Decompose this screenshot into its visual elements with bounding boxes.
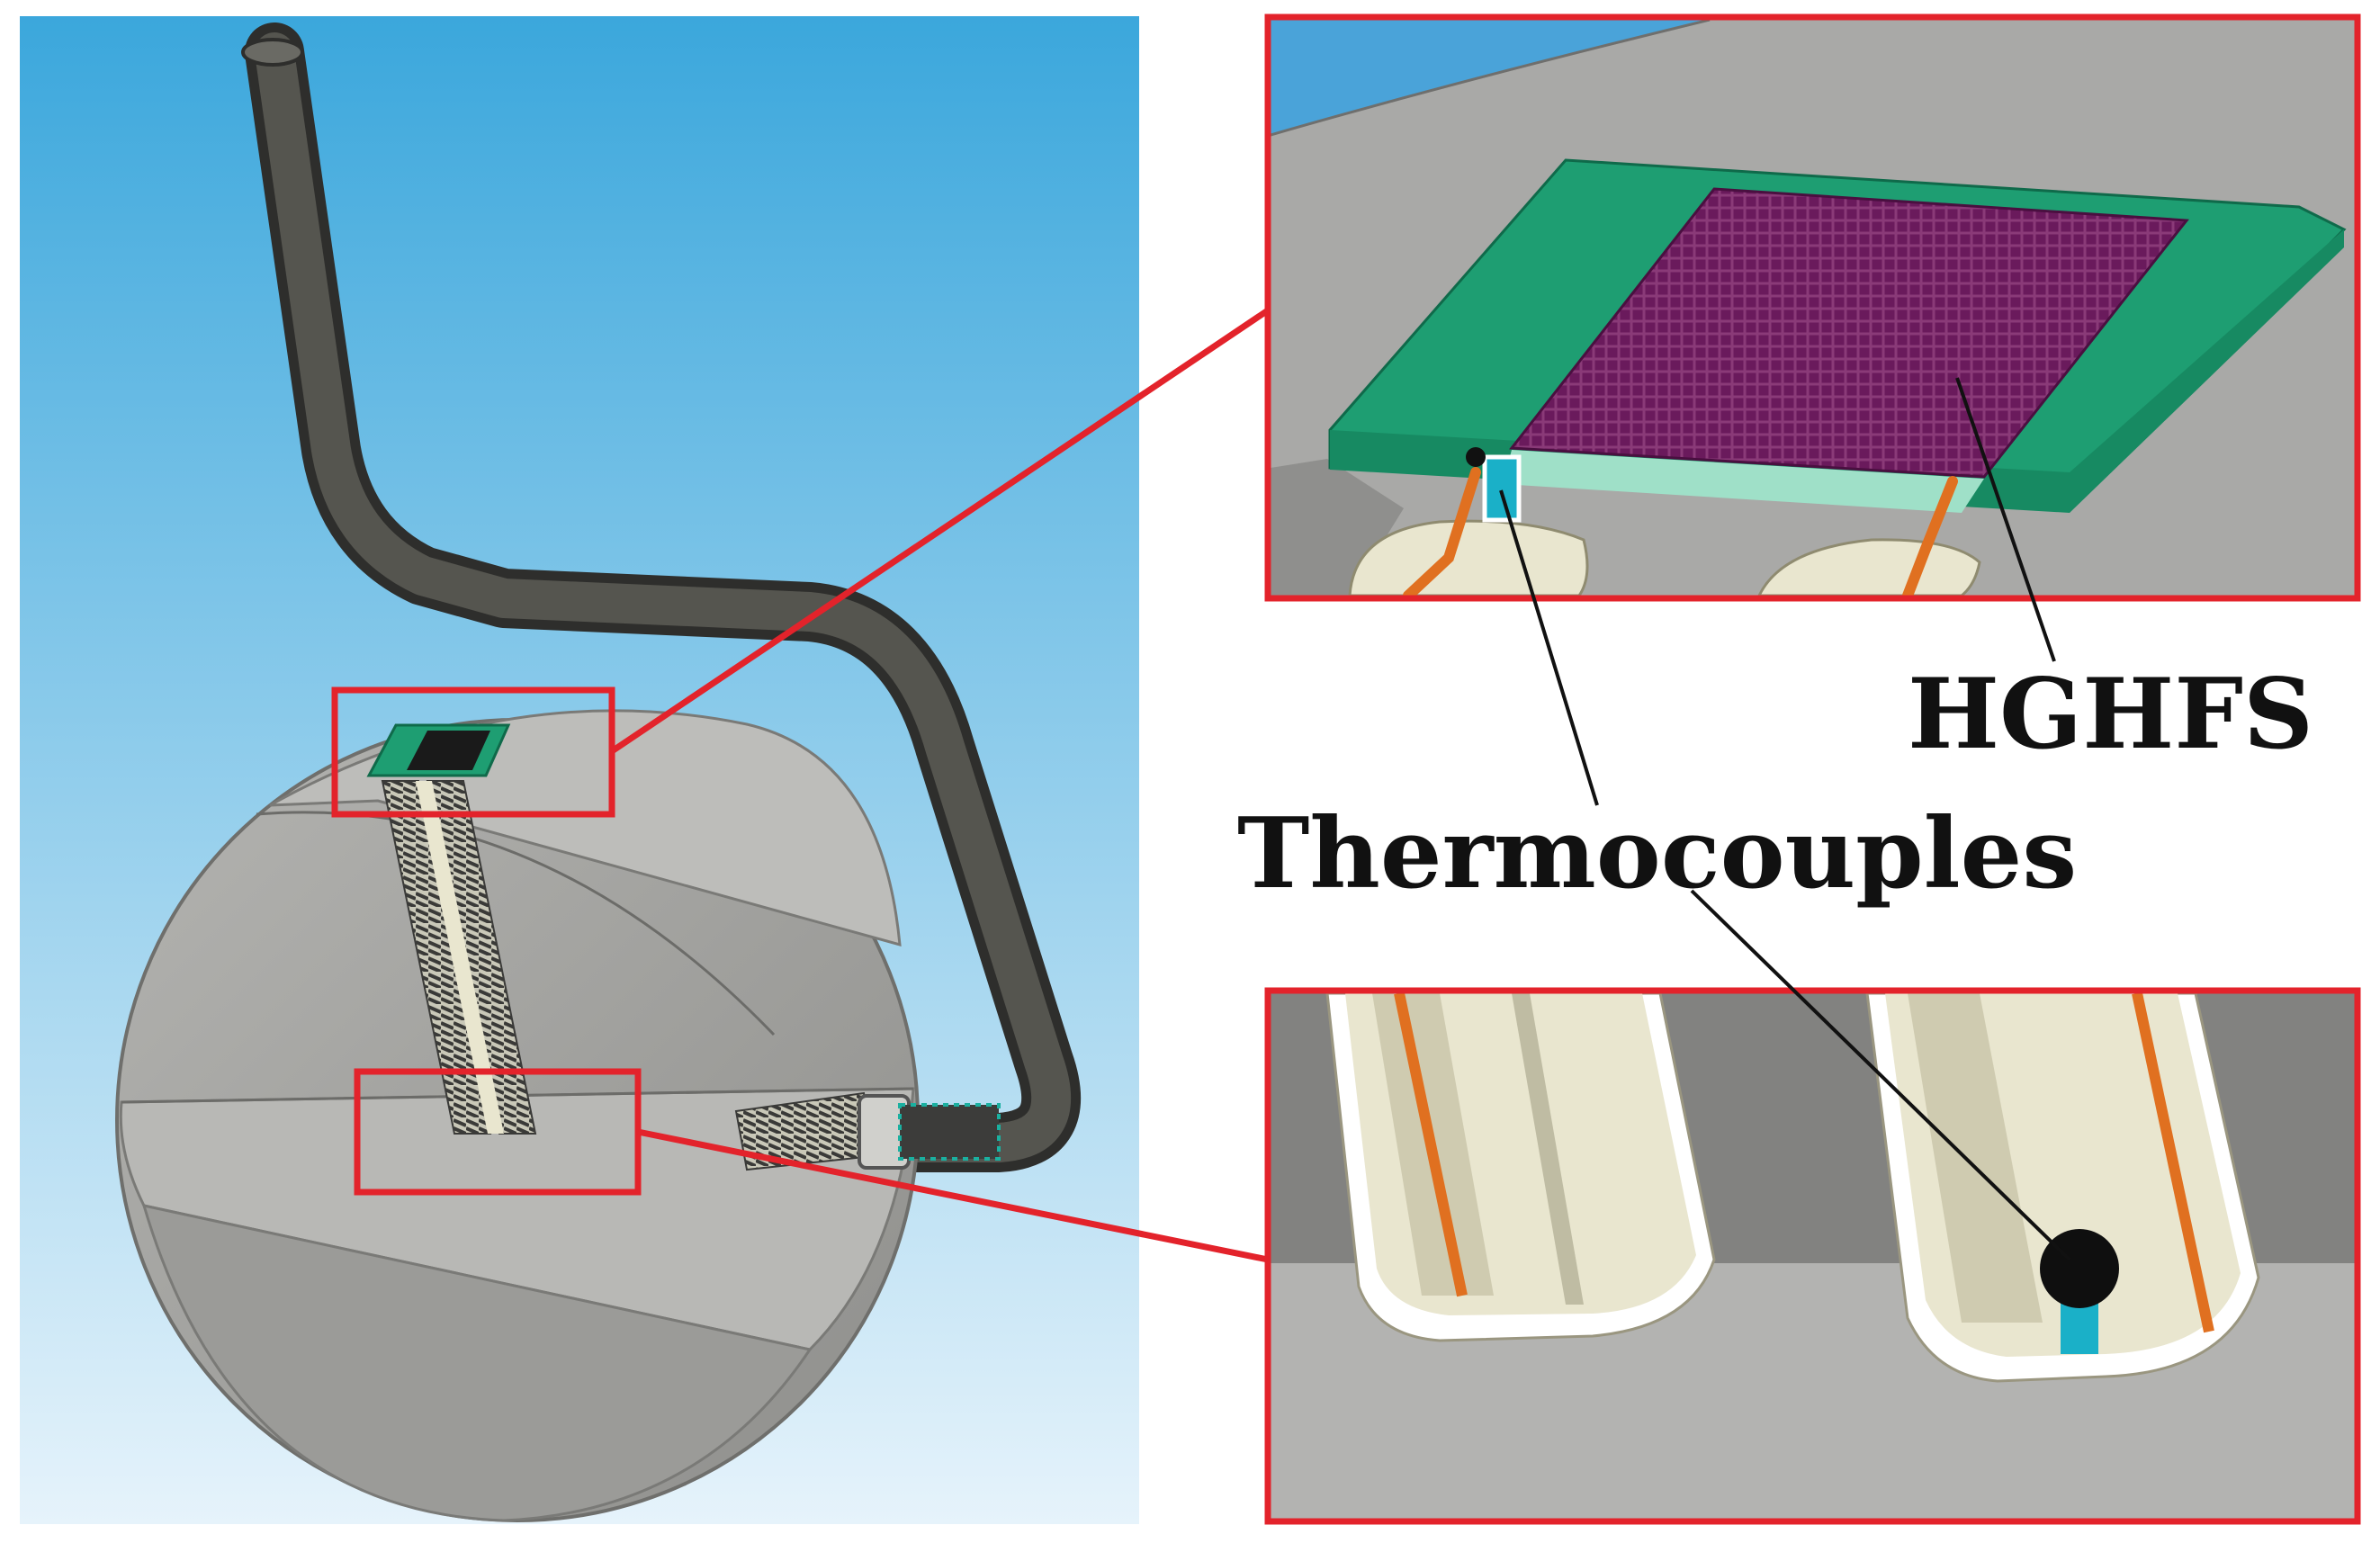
- thermocouple-junction: [1482, 454, 1522, 523]
- callouts: [331, 13, 2361, 1525]
- gas-pipe-highlight: [255, 32, 1072, 1162]
- leader-line-bottom: [637, 1128, 1269, 1263]
- thermocouple-wire: [2132, 993, 2214, 1333]
- hghfs-label: HGHFS: [1908, 658, 2313, 771]
- thermocouple-bead: [1466, 447, 1486, 467]
- tube-divider: [416, 781, 504, 1134]
- sky-corner: [1271, 20, 1710, 135]
- pipe-coupling: [898, 1103, 1001, 1161]
- sensor-closeup-panel: [1271, 20, 2355, 596]
- thermocouples-label: Thermocouples: [1237, 797, 2078, 911]
- sensor-front-strip: [1503, 450, 1984, 513]
- hghfs-sensor: [1509, 187, 2189, 479]
- leader-line-top: [610, 308, 1270, 754]
- thermocouple-pointer-bottom: [1690, 889, 2071, 1261]
- tube-closeup-panel: [1271, 993, 2355, 1519]
- tube-interior-shadow: [1908, 993, 2043, 1323]
- hghfs-pointer: [1955, 377, 2056, 662]
- main-view-panel: [20, 16, 1139, 1524]
- closeup-frame-bottom: [1264, 987, 2361, 1525]
- heat-flux-sensor: [407, 731, 490, 770]
- tube-divider-wall: [1512, 993, 1584, 1305]
- thermocouple-wire: [1902, 476, 1958, 596]
- thermocouple-wire: [1394, 993, 1468, 1297]
- thermocouple-wire: [1403, 467, 1481, 596]
- surface-edge: [1271, 20, 1711, 137]
- closeup-frame-top: [1264, 13, 2361, 602]
- callout-box-sensor: [331, 686, 615, 818]
- pipe-end-cap: [241, 38, 304, 67]
- sphere-lower-face: [141, 1203, 813, 1522]
- thermocouple-pointer-top: [1499, 489, 1599, 806]
